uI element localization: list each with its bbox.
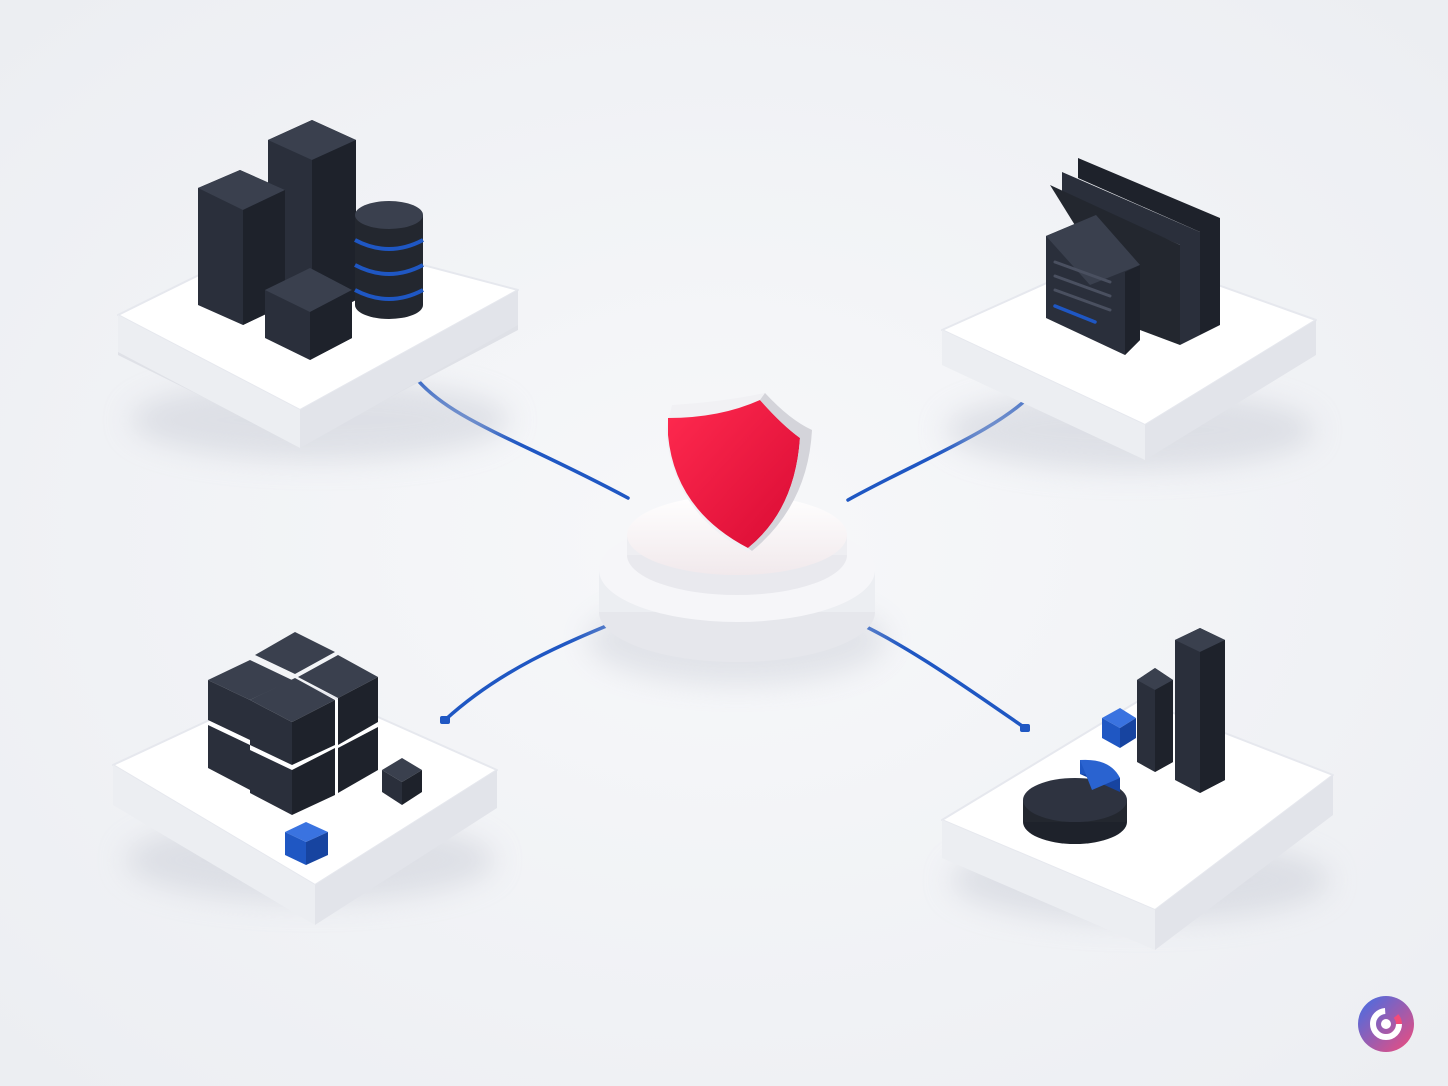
database-icon [354,201,424,319]
cube-cluster-icon [208,632,422,865]
shield-icon [666,393,812,552]
node-bottom-right [941,628,1334,950]
document-folder-icon [1046,158,1220,355]
server-racks-icon [198,120,356,360]
node-top-right [941,158,1317,470]
analytics-chart-icon [1023,628,1225,844]
node-bottom-left [112,632,498,925]
node-top-left [117,120,519,460]
brand-logo-icon [1358,996,1414,1052]
security-hub [587,393,887,685]
